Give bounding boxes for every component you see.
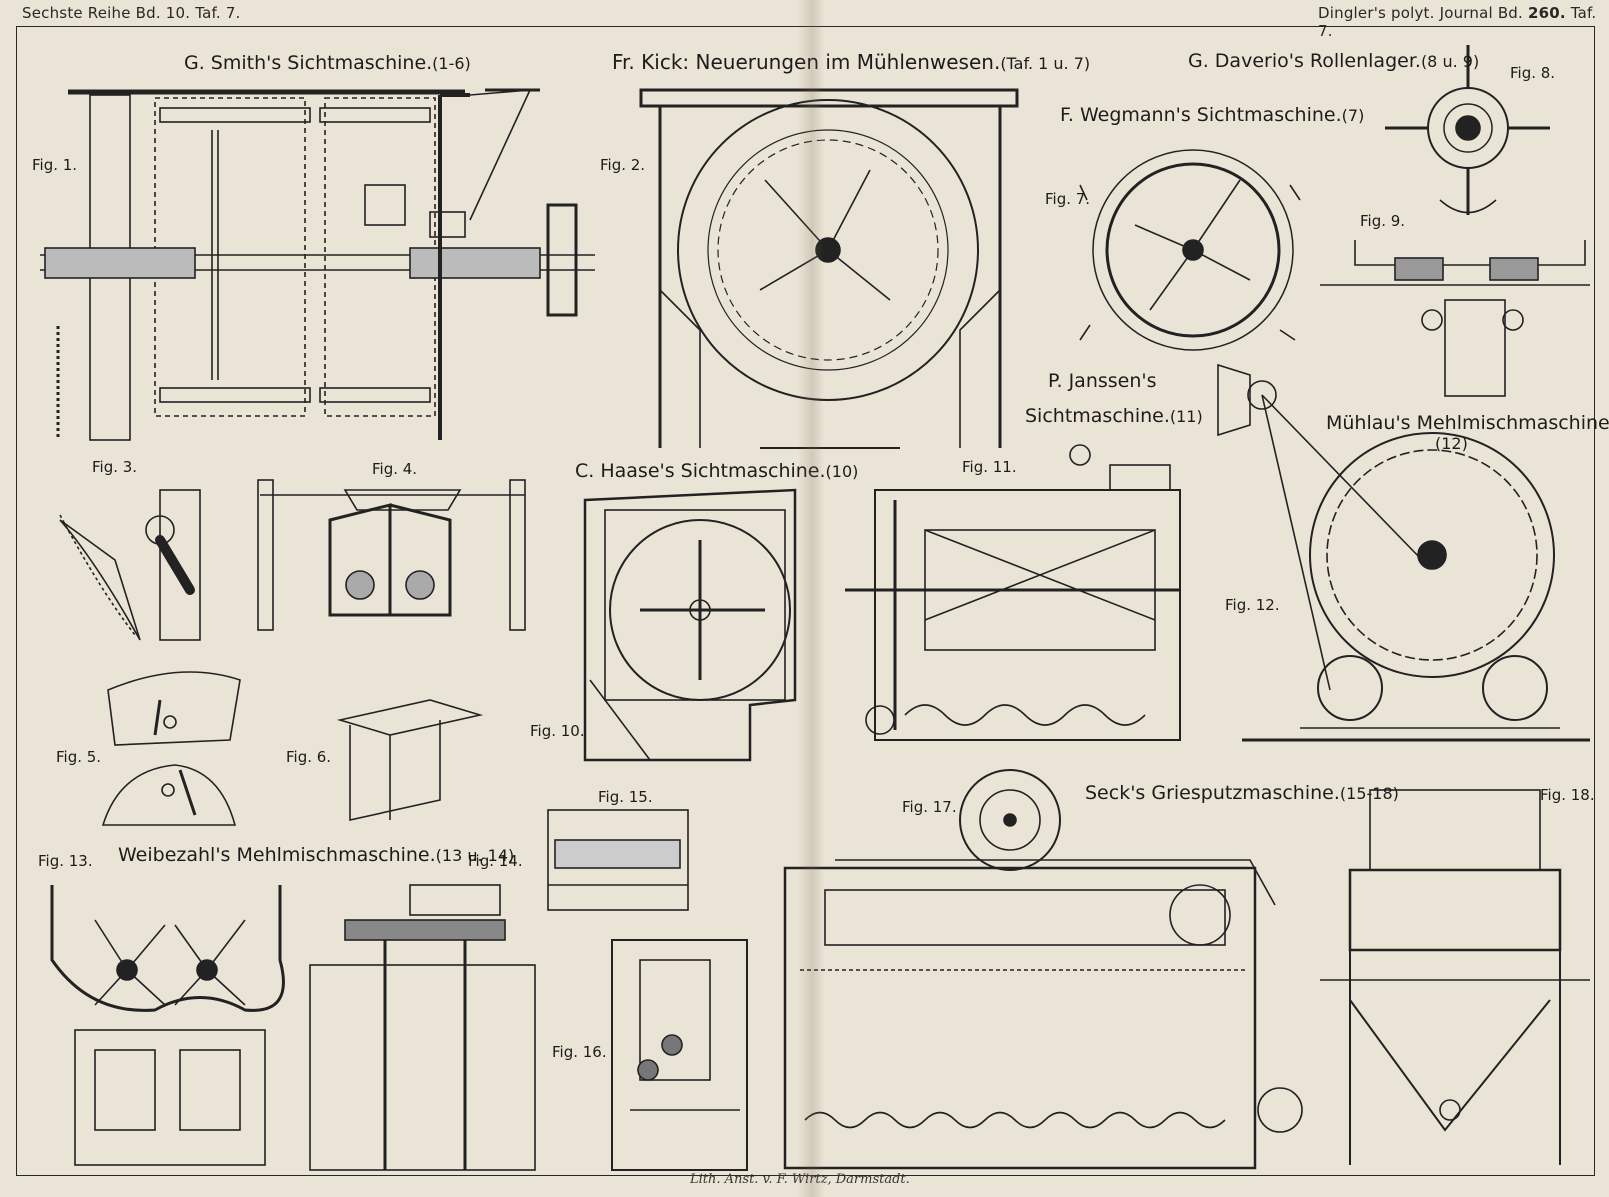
fig-label-8: Fig. 8. — [1510, 64, 1556, 82]
title-weibezahl-ref: (13 u. 14) — [435, 846, 515, 865]
fig-label-2: Fig. 2. — [600, 156, 646, 174]
title-smith: G. Smith's Sichtmaschine.(1-6) — [184, 52, 471, 74]
title-daverio-ref: (8 u. 9) — [1420, 52, 1480, 71]
fig-label-3: Fig. 3. — [92, 458, 138, 476]
title-weibezahl-text: Weibezahl's Mehlmischmaschine. — [118, 844, 436, 866]
fig-label-18: Fig. 18. — [1540, 786, 1595, 804]
title-kick-ref: (Taf. 1 u. 7) — [1000, 54, 1091, 73]
fig14-drawing — [309, 884, 536, 1171]
fig15-drawing — [547, 809, 689, 911]
fig-label-4: Fig. 4. — [372, 460, 418, 478]
title-janssen-ref: (11) — [1169, 407, 1203, 426]
title-kick-text: Fr. Kick: Neuerungen im Mühlenwesen. — [612, 50, 1001, 74]
fig10-drawing — [583, 488, 797, 762]
fig16-drawing — [611, 939, 748, 1171]
fig-label-5: Fig. 5. — [56, 748, 102, 766]
title-smith-ref: (1-6) — [432, 54, 471, 73]
fig-label-13: Fig. 13. — [38, 852, 93, 870]
fig1-drawing — [40, 88, 595, 441]
title-haase: C. Haase's Sichtmaschine.(10) — [575, 460, 858, 482]
fig-label-14: Fig. 14. — [468, 852, 523, 870]
fig11-drawing — [845, 444, 1181, 741]
title-wegmann-ref: (7) — [1341, 106, 1365, 125]
fig8-drawing — [1385, 45, 1550, 215]
fig18-drawing — [1320, 789, 1590, 1165]
fig-label-12: Fig. 12. — [1225, 596, 1280, 614]
fig-label-17: Fig. 17. — [902, 798, 957, 816]
fig-label-9: Fig. 9. — [1360, 212, 1406, 230]
title-weibezahl: Weibezahl's Mehlmischmaschine.(13 u. 14) — [118, 844, 514, 866]
title-seck-text: Seck's Griesputzmaschine. — [1085, 782, 1340, 804]
title-muhlau-ref: (12) — [1435, 434, 1468, 453]
title-seck-ref: (15-18) — [1339, 784, 1399, 803]
fig-label-11: Fig. 11. — [962, 458, 1017, 476]
title-janssen-line2: Sichtmaschine.(11) — [1025, 405, 1203, 427]
fig5-drawing — [101, 671, 241, 826]
fig-label-16: Fig. 16. — [552, 1043, 607, 1061]
title-janssen-text: Sichtmaschine. — [1025, 405, 1170, 427]
fig17-drawing — [783, 769, 1303, 1170]
fig13-drawing — [50, 885, 285, 1166]
title-haase-text: C. Haase's Sichtmaschine. — [575, 460, 826, 482]
title-muhlau: Mühlau's Mehlmischmaschine. — [1326, 412, 1609, 434]
fig6-drawing — [336, 699, 484, 821]
fig-label-7: Fig. 7. — [1045, 190, 1091, 208]
lithographer-credit: Lith. Anst. v. F. Wirtz, Darmstadt. — [690, 1172, 910, 1187]
title-haase-ref: (10) — [825, 462, 859, 481]
title-daverio-text: G. Daverio's Rollenlager. — [1188, 50, 1421, 72]
title-janssen-line1: P. Janssen's — [1048, 370, 1157, 392]
title-smith-text: G. Smith's Sichtmaschine. — [184, 52, 433, 74]
header-volume: 260. — [1527, 4, 1566, 22]
title-kick: Fr. Kick: Neuerungen im Mühlenwesen.(Taf… — [612, 50, 1090, 74]
fig7-drawing — [1079, 149, 1301, 351]
title-daverio: G. Daverio's Rollenlager.(8 u. 9) — [1188, 50, 1479, 72]
fig-label-6: Fig. 6. — [286, 748, 332, 766]
title-seck: Seck's Griesputzmaschine.(15-18) — [1085, 782, 1399, 804]
plate-header-right: Dingler's polyt. Journal Bd. 260. Taf. 7… — [1318, 4, 1609, 40]
fig-label-15: Fig. 15. — [598, 788, 653, 806]
fig-label-1: Fig. 1. — [32, 156, 78, 174]
fig-label-10: Fig. 10. — [530, 722, 585, 740]
plate-header-left: Sechste Reihe Bd. 10. Taf. 7. — [22, 4, 241, 22]
plate-border — [16, 26, 1595, 1176]
fig3-drawing — [59, 489, 201, 641]
title-wegmann: F. Wegmann's Sichtmaschine.(7) — [1060, 104, 1364, 126]
fig2-drawing — [639, 88, 1019, 449]
title-wegmann-text: F. Wegmann's Sichtmaschine. — [1060, 104, 1342, 126]
fig4-drawing — [257, 479, 526, 631]
fig12-drawing — [1217, 363, 1590, 742]
fig9-drawing — [1320, 240, 1590, 397]
header-journal: Dingler's polyt. Journal Bd. — [1318, 4, 1524, 22]
